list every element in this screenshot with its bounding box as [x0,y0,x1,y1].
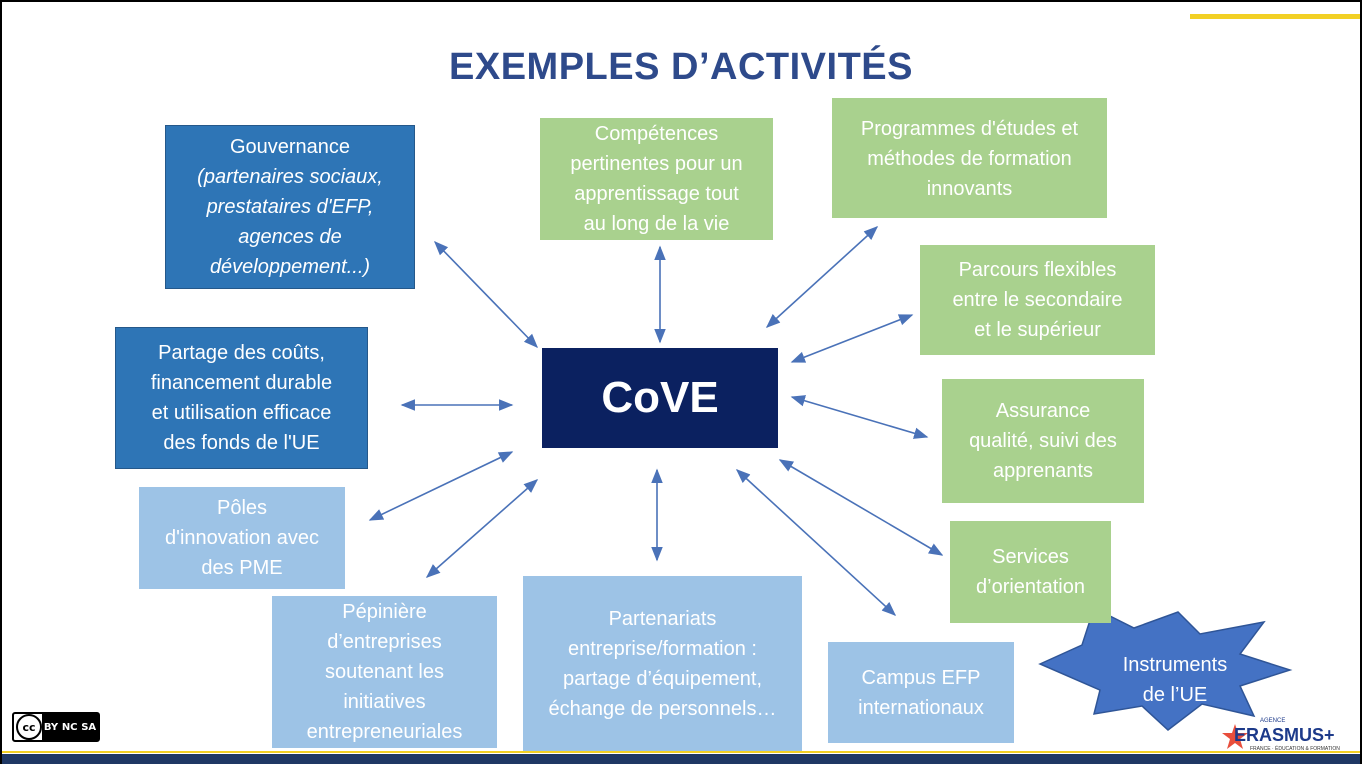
arrow-parcours [790,314,914,363]
arrow-poles [368,451,514,521]
arrow-gouvernance [433,240,539,349]
box-line: Pôles [216,497,268,519]
box-line: d’orientation [976,576,1085,598]
campus-box: Campus EFP internationaux [828,642,1014,743]
box-line: et utilisation efficace [151,402,332,424]
cove-center-box: CoVE [542,348,778,448]
box-line: qualité, suivi des [969,430,1117,452]
programmes-box: Programmes d'études et méthodes de forma… [832,98,1107,218]
box-line: Campus EFP [861,666,981,689]
parcours-box: Parcours flexibles entre le secondaire e… [920,245,1155,355]
box-line: Partenariats [608,608,717,630]
footer-bar [2,754,1360,764]
box-line: apprentissage tout [574,183,739,205]
box-line: (partenaires sociaux, [197,166,383,188]
star-icon [1222,724,1248,749]
instruments-line: Instruments [1122,654,1228,676]
top-accent-bar [1190,14,1360,19]
box-line: financement durable [150,372,333,394]
box-line: entre le secondaire [952,289,1123,311]
box-line: d’entreprises [327,631,442,653]
slide-title: EXEMPLES D’ACTIVITÉS [449,46,913,88]
box-line: échange de personnels… [548,698,777,720]
services-box: Services d’orientation [950,521,1111,623]
box-line: des PME [201,557,283,579]
logo-word: ERASMUS+ [1234,725,1335,745]
footer-accent-line [2,751,1360,753]
arrow-programmes [765,226,879,328]
box-line: Parcours flexibles [958,259,1117,281]
competences-box: Compétences pertinentes pour un apprenti… [540,118,773,240]
box-line: Programmes d'études et [860,118,1079,140]
partenariats-box: Partenariats entreprise/formation : part… [523,576,802,752]
box-line: méthodes de formation [867,148,1072,170]
box-line: Gouvernance [229,136,351,158]
cc-icon: cc [16,714,42,740]
box-line: internationaux [858,696,984,719]
box-line: apprenants [992,460,1094,482]
license-terms: BY NC SA [42,714,98,740]
box-line: développement...) [209,256,371,278]
cove-label: CoVE [601,373,719,422]
arrow-assurance [790,395,929,439]
license-nc: NC [61,721,78,733]
logo-agence: AGENCE [1260,718,1286,724]
pepiniere-box: Pépinière d’entreprises soutenant les in… [272,596,497,748]
box-line: et le supérieur [974,319,1101,341]
license-sa: SA [81,721,97,733]
box-line: prestataires d'EFP, [206,196,374,218]
box-line: agences de [238,226,342,248]
box-line: Assurance [995,400,1091,422]
arrow-pepiniere [425,479,539,578]
license-by: BY [43,721,59,733]
box-line: d'innovation avec [165,527,319,549]
box-line: Services [992,546,1069,568]
instruments-line: de l’UE [1142,684,1208,706]
box-line: innovants [926,178,1013,200]
box-line: partage d’équipement, [562,668,763,690]
box-line: initiatives [343,691,426,713]
instruments-label: Instruments de l’UE [1100,650,1250,710]
box-line: pertinentes pour un [570,153,743,175]
box-line: des fonds de l'UE [163,432,320,454]
arrow-services [778,459,944,556]
assurance-box: Assurance qualité, suivi des apprenants [942,379,1144,503]
box-line: soutenant les [325,661,444,683]
box-line: entreprise/formation : [568,638,757,660]
creative-commons-badge: cc BY NC SA [12,712,100,742]
partage-box: Partage des coûts, financement durable e… [115,327,368,469]
logo-tagline: FRANCE · ÉDUCATION & FORMATION [1250,746,1340,752]
gouvernance-box: Gouvernance (partenaires sociaux, presta… [165,125,415,289]
box-line: Compétences [594,123,719,145]
poles-box: Pôles d'innovation avec des PME [139,487,345,589]
box-line: Pépinière [342,601,427,623]
box-line: Partage des coûts, [158,342,325,364]
instruments-starburst [1038,606,1293,731]
erasmus-logo: AGENCE ERASMUS+ FRANCE · ÉDUCATION & FOR… [1220,718,1354,752]
box-line: au long de la vie [583,213,730,235]
box-line: entrepreneuriales [306,721,463,743]
